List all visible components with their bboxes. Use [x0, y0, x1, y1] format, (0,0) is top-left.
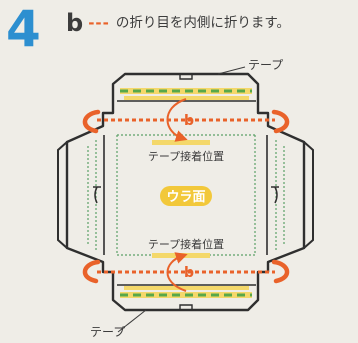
- lock-tab-left: [93, 186, 101, 204]
- instruction: b --- の折り目を内側に折ります。: [66, 11, 290, 35]
- face-badge: [160, 186, 212, 206]
- fold-dash-legend: ---: [88, 13, 110, 32]
- lock-tab-right: [271, 186, 279, 204]
- tape-position-top: [152, 140, 210, 145]
- panel-lines: [103, 100, 268, 286]
- tab-notches: [179, 74, 193, 310]
- fold-arrow-bottom: [166, 252, 188, 292]
- tape-position-label-top: テープ接着位置: [148, 149, 224, 163]
- leader-bottom: [117, 309, 147, 333]
- fold-mark-top: b: [184, 113, 194, 129]
- instruction-text: の折り目を内側に折ります。: [115, 15, 291, 31]
- tape-label-bottom: テープ: [90, 325, 125, 339]
- step-number: 4: [6, 0, 41, 58]
- face-label: ウラ面: [166, 190, 205, 205]
- fold-letter: b: [66, 9, 84, 37]
- leader-top: [217, 66, 246, 75]
- side-flap-lines: [57, 141, 314, 249]
- fold-arcs: [82, 109, 290, 284]
- tape-position-label-bottom: テープ接着位置: [148, 237, 224, 251]
- tape-label-top: テープ: [248, 58, 283, 72]
- tape-bottom: [120, 286, 252, 298]
- tape-top: [120, 88, 252, 100]
- fold-mark-bottom: b: [184, 265, 194, 281]
- fold-arrow-top: [166, 98, 188, 142]
